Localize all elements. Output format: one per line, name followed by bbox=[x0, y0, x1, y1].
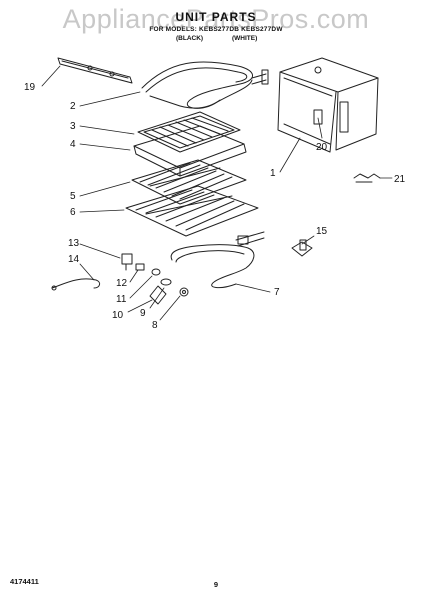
part-5-oven-rack bbox=[131, 159, 247, 205]
leader-lines bbox=[41, 65, 393, 321]
part-7-bake-element bbox=[170, 231, 265, 289]
callout-5: 5 bbox=[70, 191, 76, 202]
callout-12: 12 bbox=[116, 278, 128, 289]
part-8-nut bbox=[179, 287, 189, 297]
part-10-mount bbox=[149, 285, 167, 305]
callout-2: 2 bbox=[70, 101, 76, 112]
diagram-title: UNIT PARTS bbox=[175, 10, 257, 24]
callout-7: 7 bbox=[274, 287, 280, 298]
callout-8: 8 bbox=[152, 320, 158, 331]
part-11-washer bbox=[151, 268, 161, 276]
part-9-insulator bbox=[160, 278, 172, 286]
part-19-bracket bbox=[57, 57, 133, 84]
callout-10: 10 bbox=[112, 310, 124, 321]
document-number: 4174411 bbox=[10, 577, 39, 586]
callout-19: 19 bbox=[24, 82, 36, 93]
part-6-oven-rack bbox=[125, 185, 259, 237]
part-15-bracket bbox=[291, 239, 313, 257]
callout-14: 14 bbox=[68, 254, 80, 265]
part-4-broiler-pan bbox=[133, 125, 247, 177]
watermark: AppliancePartsPros.com bbox=[62, 4, 370, 34]
color-black-label: (BLACK) bbox=[176, 35, 204, 42]
callout-21: 21 bbox=[394, 174, 406, 185]
model-numbers: FOR MODELS: KEBS277DB KEBS277DW bbox=[149, 26, 283, 33]
part-3-broiler-grid bbox=[137, 111, 241, 153]
part-2-broil-element bbox=[141, 61, 269, 109]
part-21-clip bbox=[353, 173, 381, 183]
part-1-oven-cavity bbox=[277, 57, 379, 153]
page-number: 9 bbox=[213, 580, 219, 589]
callout-15: 15 bbox=[316, 226, 328, 237]
color-white-label: (WHITE) bbox=[232, 35, 258, 42]
callout-1: 1 bbox=[270, 168, 276, 179]
part-13-sensor-bracket bbox=[121, 253, 133, 271]
callout-9: 9 bbox=[140, 308, 146, 319]
callout-4: 4 bbox=[70, 139, 76, 150]
part-12-bushing bbox=[135, 263, 145, 271]
callout-6: 6 bbox=[70, 207, 76, 218]
callout-11: 11 bbox=[116, 294, 127, 305]
part-14-sensor-probe bbox=[51, 278, 101, 291]
callout-13: 13 bbox=[68, 238, 80, 249]
callout-20: 20 bbox=[316, 142, 328, 153]
callout-3: 3 bbox=[70, 121, 76, 132]
